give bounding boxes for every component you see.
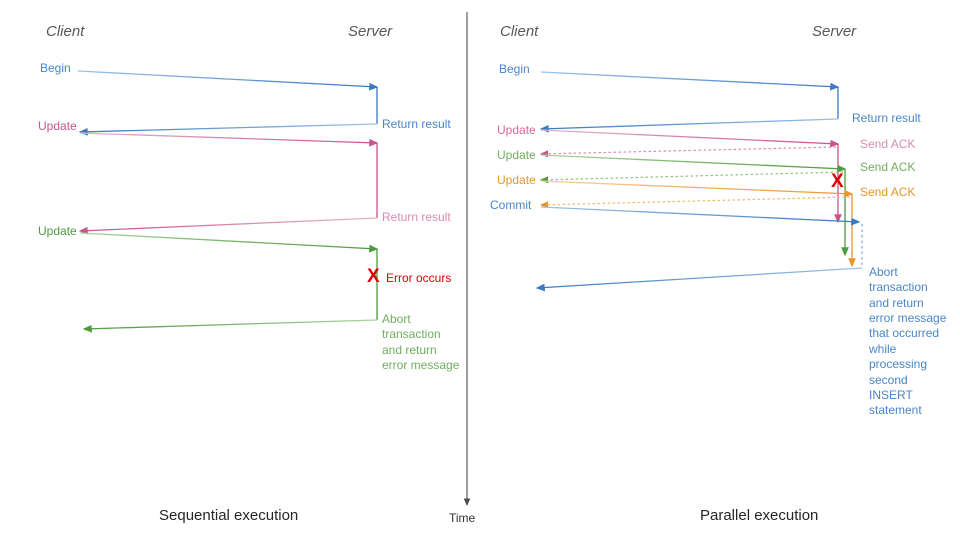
label-send-ack-1-parallel: Send ACK: [860, 137, 916, 151]
label-abort-message-parallel: Abort transaction and return error messa…: [869, 265, 947, 418]
msg-begin-return-result: [78, 123, 378, 136]
caption-parallel: Parallel execution: [700, 507, 819, 524]
msg-p-begin-request: [540, 71, 840, 91]
label-commit-parallel: Commit: [490, 198, 532, 212]
panel-parallel: [535, 71, 863, 292]
label-update2-sequential: Update: [38, 224, 77, 238]
msg-update1-request: [79, 132, 379, 147]
error-x-icon-sequential: X: [367, 266, 380, 287]
msg-update2-request: [79, 232, 379, 253]
actor-header-server-sequential: Server: [348, 23, 393, 40]
label-return-result-1-sequential: Return result: [382, 117, 451, 131]
msg-p-return-result: [539, 118, 839, 133]
label-update2-parallel: Update: [497, 148, 536, 162]
caption-sequential: Sequential execution: [159, 507, 299, 524]
label-send-ack-2-parallel: Send ACK: [860, 160, 916, 174]
msg-p-update1-request: [540, 129, 840, 148]
label-return-result-2-sequential: Return result: [382, 210, 451, 224]
actor-header-server-parallel: Server: [812, 23, 857, 40]
msg-abort-return: [82, 319, 378, 333]
msg-p-update2-request: [540, 154, 847, 173]
panel-sequential: [77, 70, 379, 333]
label-abort-message-sequential: Abort transaction and return error messa…: [382, 312, 460, 373]
msg-update1-return-result: [78, 217, 378, 235]
msg-p-ack1: [539, 146, 837, 158]
label-update3-parallel: Update: [497, 173, 536, 187]
msg-p-update3-request: [540, 180, 854, 198]
actor-header-client-parallel: Client: [500, 23, 539, 40]
msg-p-commit-request: [540, 206, 861, 226]
msg-p-ack3: [539, 196, 851, 209]
label-error-occurs-sequential: Error occurs: [386, 271, 452, 285]
label-send-ack-3-parallel: Send ACK: [860, 185, 916, 199]
actor-header-client-sequential: Client: [46, 23, 85, 40]
label-update1-sequential: Update: [38, 119, 77, 133]
time-axis-label: Time: [449, 511, 476, 525]
label-begin-sequential: Begin: [40, 61, 71, 75]
msg-p-abort-return: [535, 267, 863, 292]
msg-p-ack2: [539, 171, 844, 184]
label-return-result-parallel: Return result: [852, 111, 921, 125]
label-begin-parallel: Begin: [499, 62, 530, 76]
msg-begin-request: [77, 70, 379, 91]
error-x-icon-parallel: X: [831, 171, 844, 192]
label-update1-parallel: Update: [497, 123, 536, 137]
